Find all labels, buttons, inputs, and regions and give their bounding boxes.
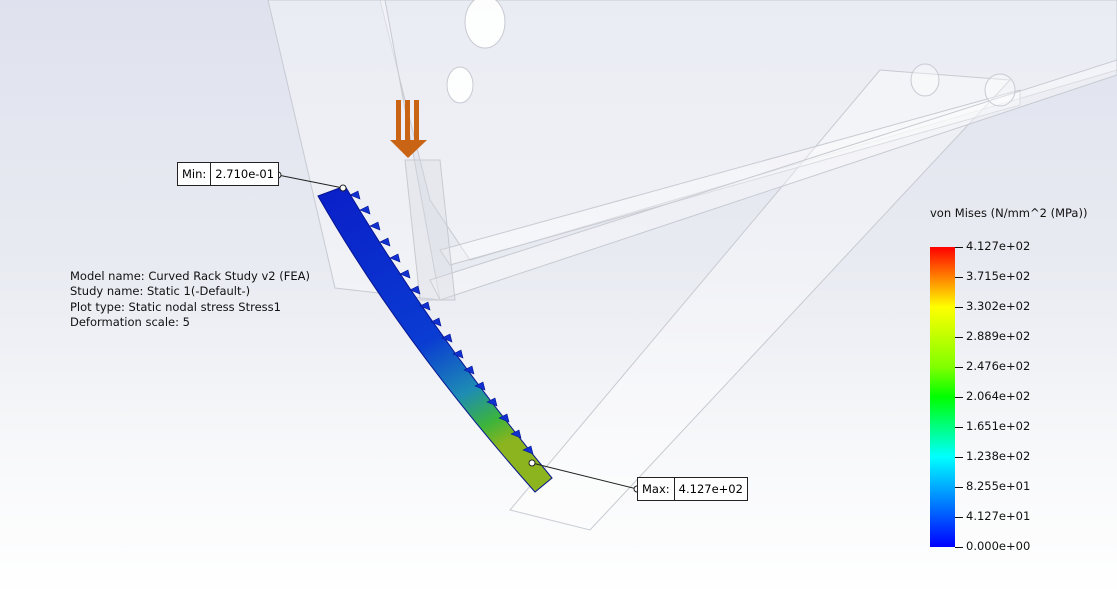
model-info: Model name: Curved Rack Study v2 (FEA) S…: [70, 269, 310, 330]
tick-label: 1.238e+02: [966, 449, 1031, 463]
tick-mark: [955, 427, 963, 428]
model-name: Model name: Curved Rack Study v2 (FEA): [70, 269, 310, 283]
tick-mark: [955, 397, 963, 398]
deformation-scale: Deformation scale: 5: [70, 314, 190, 329]
legend-title: von Mises (N/mm^2 (MPa)): [930, 206, 1088, 220]
tick-label: 4.127e+01: [966, 509, 1031, 523]
color-bar: [930, 247, 955, 547]
tick-mark: [955, 367, 963, 368]
tick-label: 8.255e+01: [966, 479, 1031, 493]
tick-label: 3.302e+02: [966, 299, 1031, 313]
tick-mark: [955, 517, 963, 518]
study-name: Study name: Static 1(-Default-): [70, 284, 251, 299]
tick-mark: [955, 337, 963, 338]
tick-label: 3.715e+02: [966, 269, 1031, 283]
min-value: 2.710e-01: [215, 167, 275, 181]
curved-rack-stress-plot: [317, 185, 553, 493]
tick-label: 2.064e+02: [966, 389, 1031, 403]
load-arrows-icon: [390, 100, 427, 158]
tick-mark: [955, 247, 963, 248]
max-value: 4.127e+02: [678, 482, 743, 496]
tick-label: 1.651e+02: [966, 419, 1031, 433]
tick-mark: [955, 487, 963, 488]
min-probe[interactable]: Min: 2.710e-01: [177, 162, 280, 186]
max-label: Max:: [638, 478, 675, 500]
tick-mark: [955, 307, 963, 308]
ghost-frame: [267, 0, 1117, 531]
tick-label: 2.889e+02: [966, 329, 1031, 343]
tick-mark: [955, 457, 963, 458]
tick-mark: [955, 547, 963, 548]
tick-label: 2.476e+02: [966, 359, 1031, 373]
plot-type: Plot type: Static nodal stress Stress1: [70, 299, 281, 314]
max-probe[interactable]: Max: 4.127e+02: [637, 477, 748, 501]
tick-mark: [955, 277, 963, 278]
min-label: Min:: [178, 163, 212, 185]
tick-label: 0.000e+00: [966, 539, 1031, 553]
tick-label: 4.127e+02: [966, 239, 1031, 253]
